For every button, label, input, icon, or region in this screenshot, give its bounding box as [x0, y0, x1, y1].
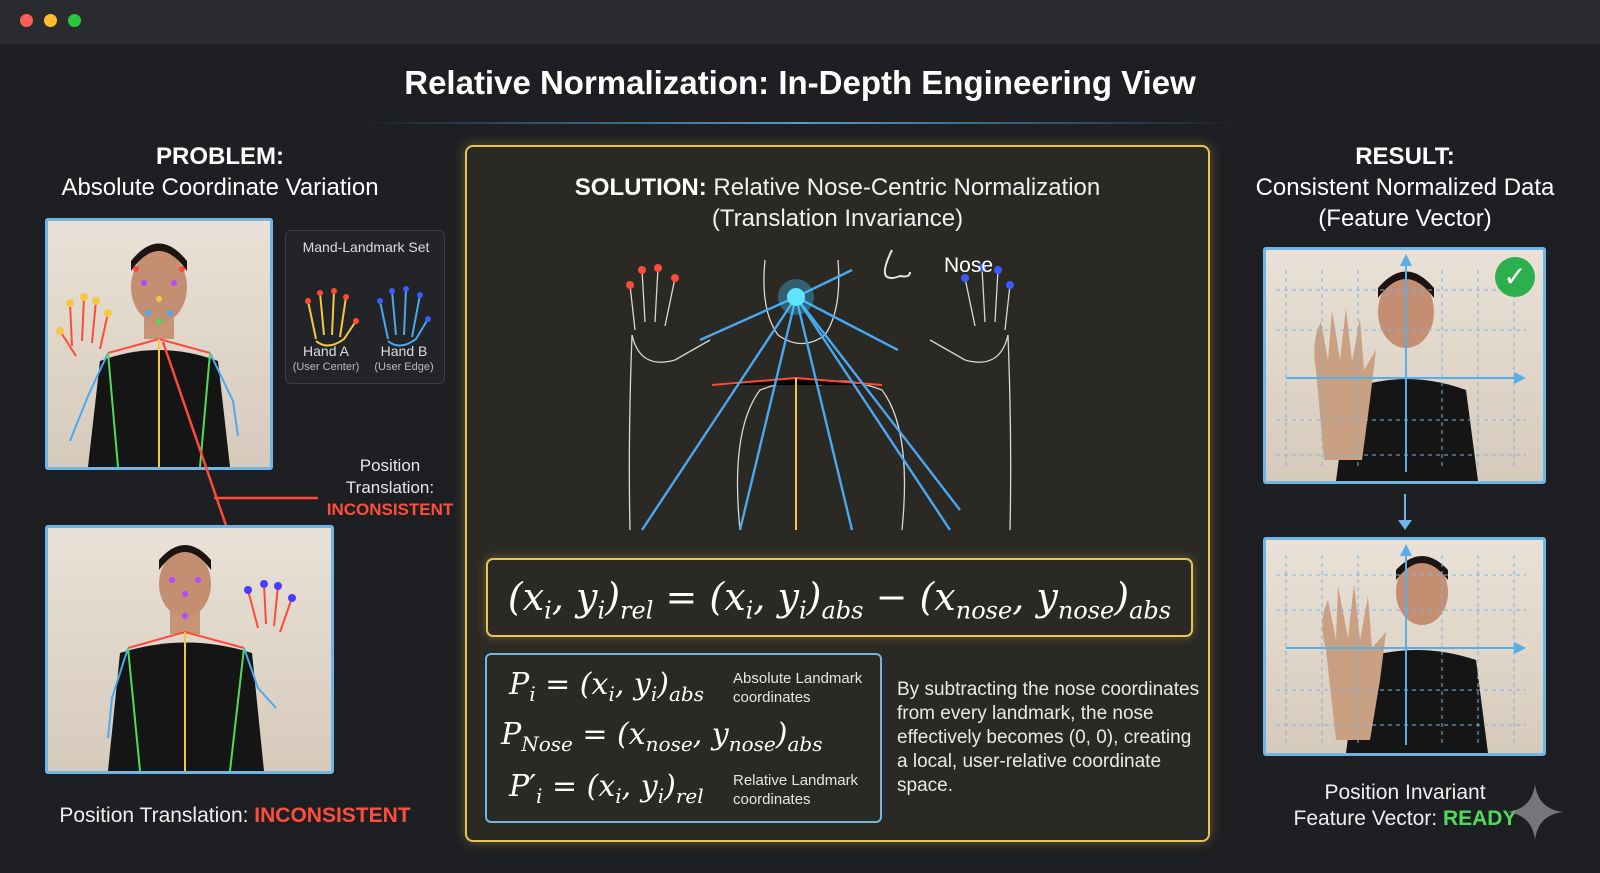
result-footer: Position Invariant Feature Vector: READY [1293, 781, 1517, 830]
result-footer-status: READY [1442, 807, 1517, 830]
result-line3: (Feature Vector) [1318, 205, 1492, 232]
def-nose: PNose = (xnose, ynose)abs [501, 717, 823, 756]
user-center-pose-overlay [56, 243, 239, 467]
def-relative-note: Relative Landmark coordinates [733, 772, 859, 808]
sparkle-icon [1507, 784, 1563, 840]
normalized-grid-center [1276, 254, 1526, 481]
hand-b-caption: Hand B (User Edge) [374, 343, 434, 373]
solution-heading: SOLUTION: Relative Nose-Centric Normaliz… [574, 174, 1101, 232]
nose-icon [883, 249, 911, 279]
nose-centric-diagram [626, 249, 1014, 531]
def-absolute-note: Absolute Landmark coordinates [733, 670, 863, 706]
window-titlebar [0, 0, 1600, 44]
ready-check-icon: ✓ [1495, 257, 1535, 297]
maximize-window-button[interactable] [68, 14, 81, 27]
minimize-window-button[interactable] [44, 14, 57, 27]
solution-explanation: By subtracting the nose coordinates from… [897, 679, 1200, 796]
normalized-photo-edge [1263, 537, 1546, 756]
legend-hands-icon [305, 286, 431, 347]
close-window-button[interactable] [20, 14, 33, 27]
problem-subheading: Absolute Coordinate Variation [61, 174, 379, 201]
left-hand-points [626, 264, 679, 289]
side-note-status: INCONSISTENT [326, 500, 454, 519]
problem-heading: PROBLEM: [156, 143, 284, 170]
def-absolute: Pi = (xi, yi)abs [509, 667, 704, 706]
user-edge-pose-overlay [107, 545, 296, 771]
formula-definitions: Pi = (xi, yi)abs Absolute Landmark coord… [485, 653, 882, 823]
right-hand-points [961, 264, 1014, 289]
title-divider [360, 122, 1240, 124]
result-heading: RESULT: [1355, 143, 1455, 170]
result-line2: Consistent Normalized Data [1255, 174, 1555, 201]
result-heading-block: RESULT: Consistent Normalized Data (Feat… [1225, 141, 1585, 234]
user-edge-photo [45, 525, 334, 774]
user-center-photo [45, 218, 273, 470]
raised-hand-points [59, 296, 109, 357]
problem-footer-status: INCONSISTENT [254, 804, 411, 827]
main-normalization-formula: (xi, yi)rel = (xi, yi)abs − (xnose, ynos… [486, 558, 1193, 637]
normalized-grid-edge [1276, 544, 1526, 753]
translation-side-note: Position Translation: INCONSISTENT [318, 455, 462, 521]
face-mesh-points [133, 266, 185, 324]
legend-title: Mand-Landmark Set [302, 239, 430, 255]
def-relative: P′i = (xi, yi)rel [509, 769, 704, 808]
hand-a-caption: Hand A (User Center) [292, 343, 360, 373]
problem-heading-block: PROBLEM: Absolute Coordinate Variation [20, 141, 420, 203]
nose-label: Nose [944, 254, 994, 277]
result-flow-arrow [1398, 494, 1412, 530]
problem-footer: Position Translation: INCONSISTENT [59, 804, 411, 827]
hand-landmark-legend: Mand-Landmark Set Hand A (User Center) H… [285, 230, 445, 384]
nose-vectors [640, 268, 961, 531]
page-title: Relative Normalization: In-Depth Enginee… [404, 64, 1196, 101]
